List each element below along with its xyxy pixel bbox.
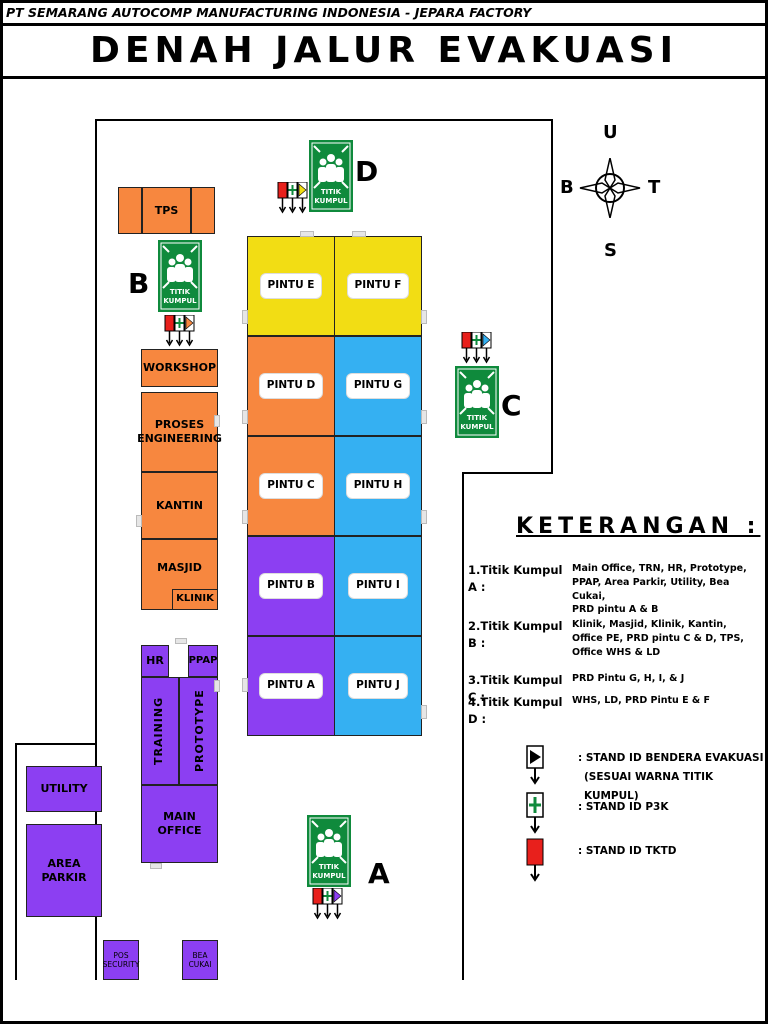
flag-stand-icon <box>526 745 544 785</box>
door-label-e: PINTU E <box>260 274 322 298</box>
building-area-parkir: AREA PARKIR <box>26 824 102 917</box>
door-marker <box>421 410 427 424</box>
assembly-point-icon <box>309 140 353 212</box>
building-hr: HR <box>141 645 169 677</box>
zone-pintu-f: PINTU F <box>334 236 422 336</box>
header-divider <box>0 23 768 26</box>
building-klinik: KLINIK <box>172 589 218 610</box>
p3k-stand-icon <box>526 792 544 834</box>
compass-north: U <box>603 122 618 143</box>
door-marker <box>136 515 142 527</box>
legend-item-b: 2.Titik Kumpul B : Klinik, Masjid, Klini… <box>468 619 744 658</box>
zone-pintu-a: PINTU A <box>247 636 335 736</box>
building-training-prototype <box>141 677 218 785</box>
building-ppap: PPAP <box>188 645 218 677</box>
door-marker <box>242 410 248 424</box>
building-utility: UTILITY <box>26 766 102 812</box>
stand-id-group-icon <box>277 182 308 214</box>
tps-divider <box>190 187 192 234</box>
tps-divider <box>141 187 143 234</box>
legend-p3k-text: : STAND ID P3K <box>578 801 669 813</box>
door-marker <box>242 678 248 692</box>
training-divider <box>178 677 180 785</box>
door-marker <box>242 310 248 324</box>
zone-pintu-j: PINTU J <box>334 636 422 736</box>
building-kantin: KANTIN <box>141 472 218 539</box>
door-marker <box>214 415 220 427</box>
building-training-label: TRAINING <box>152 696 165 766</box>
stand-id-group-icon <box>461 332 492 364</box>
door-marker <box>352 231 366 237</box>
zone-pintu-g: PINTU G <box>334 336 422 436</box>
door-marker <box>421 510 427 524</box>
door-label-i: PINTU I <box>349 574 407 598</box>
building-proses-engineering: PROSES ENGINEERING <box>137 392 222 472</box>
zone-pintu-d: PINTU D <box>247 336 335 436</box>
building-prototype-label: PROTOTYPE <box>193 689 206 773</box>
zone-pintu-i: PINTU I <box>334 536 422 636</box>
assembly-letter-b: B <box>128 267 150 300</box>
door-marker <box>150 863 162 869</box>
door-label-j: PINTU J <box>349 674 407 698</box>
assembly-letter-c: C <box>501 389 522 422</box>
door-label-f: PINTU F <box>347 274 409 298</box>
door-label-b: PINTU B <box>260 574 322 598</box>
legend-item-a: 1.Titik Kumpul A : Main Office, TRN, HR,… <box>468 563 747 616</box>
compass-west: B <box>560 177 574 198</box>
building-pos-security: POS SECURITY <box>103 940 139 980</box>
door-label-d: PINTU D <box>259 374 323 398</box>
zone-pintu-b: PINTU B <box>247 536 335 636</box>
compass-south: S <box>604 240 617 261</box>
company-name: PT SEMARANG AUTOCOMP MANUFACTURING INDON… <box>6 5 532 20</box>
building-bea-cukai: BEA CUKAI <box>182 940 218 980</box>
legend-item-d: 4.Titik Kumpul D : WHS, LD, PRD Pintu E … <box>468 695 710 726</box>
legend-title: KETERANGAN : <box>516 514 761 539</box>
assembly-letter-a: A <box>368 857 390 890</box>
compass-east: T <box>648 177 661 198</box>
assembly-point-icon <box>158 240 202 312</box>
door-label-h: PINTU H <box>346 474 410 498</box>
assembly-letter-d: D <box>355 155 379 188</box>
door-label-g: PINTU G <box>346 374 410 398</box>
legend-item-c: 3.Titik Kumpul C : PRD Pintu G, H, I, & … <box>468 673 685 704</box>
stand-id-group-icon <box>312 888 343 920</box>
compass-rose-icon <box>579 158 641 218</box>
door-label-c: PINTU C <box>260 474 322 498</box>
door-label-a: PINTU A <box>260 674 322 698</box>
zone-pintu-e: PINTU E <box>247 236 335 336</box>
zone-pintu-c: PINTU C <box>247 436 335 536</box>
door-marker <box>242 510 248 524</box>
assembly-point-icon <box>307 815 351 887</box>
assembly-point-icon <box>455 366 499 438</box>
zone-pintu-h: PINTU H <box>334 436 422 536</box>
door-marker <box>300 231 314 237</box>
tktd-stand-icon <box>526 838 544 882</box>
page-title: DENAH JALUR EVAKUASI <box>90 30 678 71</box>
legend-tktd-text: : STAND ID TKTD <box>578 845 677 857</box>
door-marker <box>175 638 187 644</box>
door-marker <box>421 310 427 324</box>
legend-flag-text: : STAND ID BENDERA EVAKUASI (SESUAI WARN… <box>578 752 764 802</box>
stand-id-group-icon <box>164 315 195 347</box>
building-main-office: MAIN OFFICE <box>141 785 218 863</box>
door-marker <box>421 705 427 719</box>
title-box <box>2 27 766 79</box>
building-workshop: WORKSHOP <box>141 349 218 387</box>
building-tps: TPS <box>118 187 215 234</box>
door-marker <box>214 680 220 692</box>
